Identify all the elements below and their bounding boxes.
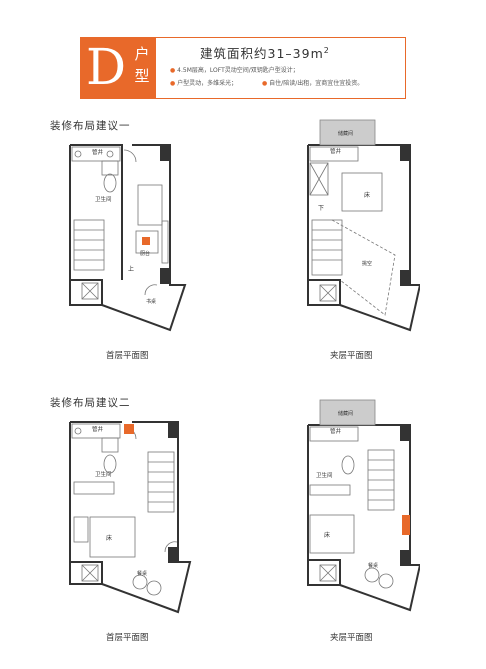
caption-ground-floor-1: 首层平面图 [106,351,149,361]
label-stairs-up: 上 [128,265,134,273]
info-box [156,37,406,99]
label-dining: 餐桌 [368,562,378,569]
feature-2: ● 户型灵动，多维采光； [170,80,238,87]
floor-plan-mezzanine-1: 储藏间 管井 床 下 挑空 [307,119,420,332]
label-storage: 储藏间 [338,410,353,417]
unit-letter: D [86,38,127,96]
label-pipe: 管井 [330,147,342,155]
label-dining: 餐桌 [137,570,147,577]
section-title-2: 装修布局建议二 [50,397,131,409]
label-storage: 储藏间 [338,130,353,137]
label-pipe: 管井 [330,427,342,435]
floor-plan-ground-1: 管井 卫生间 上 厨台 书桌 [69,144,187,332]
label-pipe: 管井 [92,148,104,156]
label-kitchen: 厨台 [140,250,150,257]
label-bathroom: 卫生间 [316,471,333,479]
bullet-dot-icon: ● [170,80,176,87]
unit-word: 户型 [134,45,150,85]
label-void: 挑空 [362,260,372,267]
caption-mezzanine-1: 夹层平面图 [330,351,373,361]
label-bathroom: 卫生间 [95,195,112,203]
feature-1: ● 4.5M层高，LOFT灵动空间/双钥匙户型设计； [170,67,299,74]
section-title-1: 装修布局建议一 [50,120,131,132]
bullet-dot-icon: ● [262,80,268,87]
label-desk: 书桌 [146,298,156,305]
bullet-dot-icon: ● [170,67,176,74]
floor-plan-ground-2: 管井 卫生间 床 餐桌 [69,421,192,614]
caption-ground-floor-2: 首层平面图 [106,633,149,643]
feature-3: ● 自住/陪读/出租，宜商宜住宜投资。 [262,80,364,87]
label-bathroom: 卫生间 [95,470,112,478]
unit-type-badge: D 户型 [80,37,156,99]
label-bed: 床 [106,534,112,542]
caption-mezzanine-2: 夹层平面图 [330,633,373,643]
label-bed: 床 [364,191,370,199]
label-pipe: 管井 [92,425,104,433]
area-title: 建筑面积约31–39m2 [200,45,330,61]
label-bed: 床 [324,531,330,539]
floor-plan-mezzanine-2: 储藏间 管井 卫生间 床 餐桌 [307,399,420,612]
label-stairs-down: 下 [318,205,324,212]
